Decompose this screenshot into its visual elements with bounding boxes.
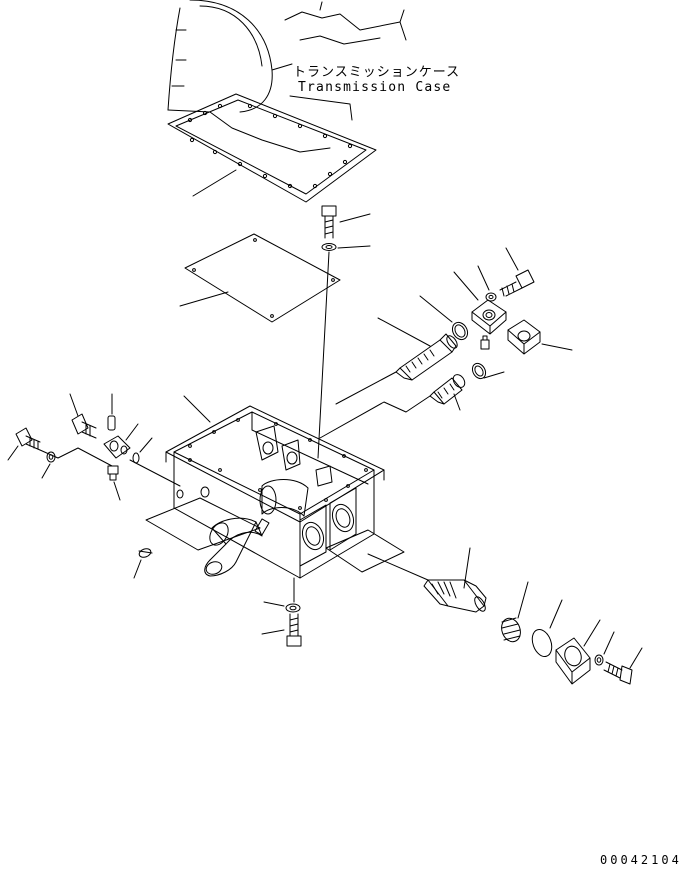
side-bolt-left xyxy=(16,428,40,450)
leader-upper-gasket xyxy=(192,169,237,197)
centerline-side-left xyxy=(39,447,113,467)
gasket-bolt-holes xyxy=(188,104,351,187)
filter-cover xyxy=(556,638,590,684)
relief-valve-long xyxy=(396,334,459,380)
filter-cover-washer xyxy=(595,655,603,665)
leader-filter-element xyxy=(463,547,471,589)
leader-relief-valve-short xyxy=(453,393,461,411)
leader-oil-pan xyxy=(183,395,211,423)
dowel-pin xyxy=(108,416,115,430)
bottom-clip xyxy=(138,547,152,559)
leader-valve-flange xyxy=(453,271,479,301)
filter-cover-bolt xyxy=(604,662,632,684)
leader-banjo-bolt xyxy=(69,393,79,417)
leader-drain-washer xyxy=(263,601,285,607)
leader-cover-flange xyxy=(541,343,573,351)
leader-filter-spring xyxy=(517,581,529,619)
leader-filter-cover xyxy=(583,619,601,647)
filter-spring xyxy=(498,616,523,645)
banjo-bolt xyxy=(72,414,96,438)
leader-drain-bolt xyxy=(261,629,285,635)
drawing-number: 00042104 xyxy=(600,853,682,867)
top-cover-washer xyxy=(322,244,336,251)
leader-side-washer-left xyxy=(41,463,51,479)
cover-plate xyxy=(185,234,340,322)
leader-elbow-fitting xyxy=(125,423,139,441)
leader-flange-bolt xyxy=(505,247,519,271)
top-cover-bolt xyxy=(322,206,336,238)
suction-gasket-outline xyxy=(145,497,261,551)
filter-o-ring xyxy=(529,627,555,659)
leader-filter-o-ring xyxy=(549,599,563,629)
leader-cover-plate xyxy=(179,291,229,307)
elbow-fitting xyxy=(104,436,130,458)
flange-bolt xyxy=(500,270,534,296)
centerline-side-fitting xyxy=(129,459,181,487)
upper-o-ring xyxy=(449,320,470,343)
leader-upper-o-ring xyxy=(419,295,453,323)
flange-plug xyxy=(481,336,489,349)
leader-lower-o-ring xyxy=(483,371,505,379)
flange-washer xyxy=(486,293,496,301)
valve-flange xyxy=(472,300,506,334)
leader-filter-washer xyxy=(603,631,615,655)
upper-gasket xyxy=(168,94,376,202)
leader-relief-valve-long xyxy=(377,317,431,347)
leader-filter-bolt xyxy=(629,647,643,669)
drain-bolt xyxy=(287,614,301,646)
relief-valve-short xyxy=(430,372,467,404)
leader-top-bolt xyxy=(339,213,371,223)
leader-top-washer xyxy=(337,245,371,249)
leader-flange-washer xyxy=(477,265,490,291)
leader-side-o-ring xyxy=(139,437,153,453)
leader-side-bolt-left xyxy=(7,445,19,461)
transmission-case xyxy=(168,0,406,152)
centerline-relief-valve xyxy=(335,371,397,405)
rear-gasket-outline xyxy=(325,529,405,573)
transmission-case-label-en: Transmission Case xyxy=(298,80,452,95)
leader-bottom-clip xyxy=(133,559,142,579)
cover-flange xyxy=(508,320,540,354)
oil-pan-body xyxy=(166,406,384,578)
elbow-plug xyxy=(108,466,118,480)
filter-element xyxy=(424,580,487,613)
centerline-top-bolt xyxy=(317,251,330,459)
transmission-case-label-jp: トランスミッションケース xyxy=(293,65,461,80)
suction-tube xyxy=(204,518,269,576)
leader-elbow-plug xyxy=(113,481,121,501)
drain-washer xyxy=(286,604,300,612)
lower-o-ring xyxy=(470,361,488,381)
centerline-filter xyxy=(367,553,429,581)
centerline-short-valve xyxy=(319,395,431,439)
